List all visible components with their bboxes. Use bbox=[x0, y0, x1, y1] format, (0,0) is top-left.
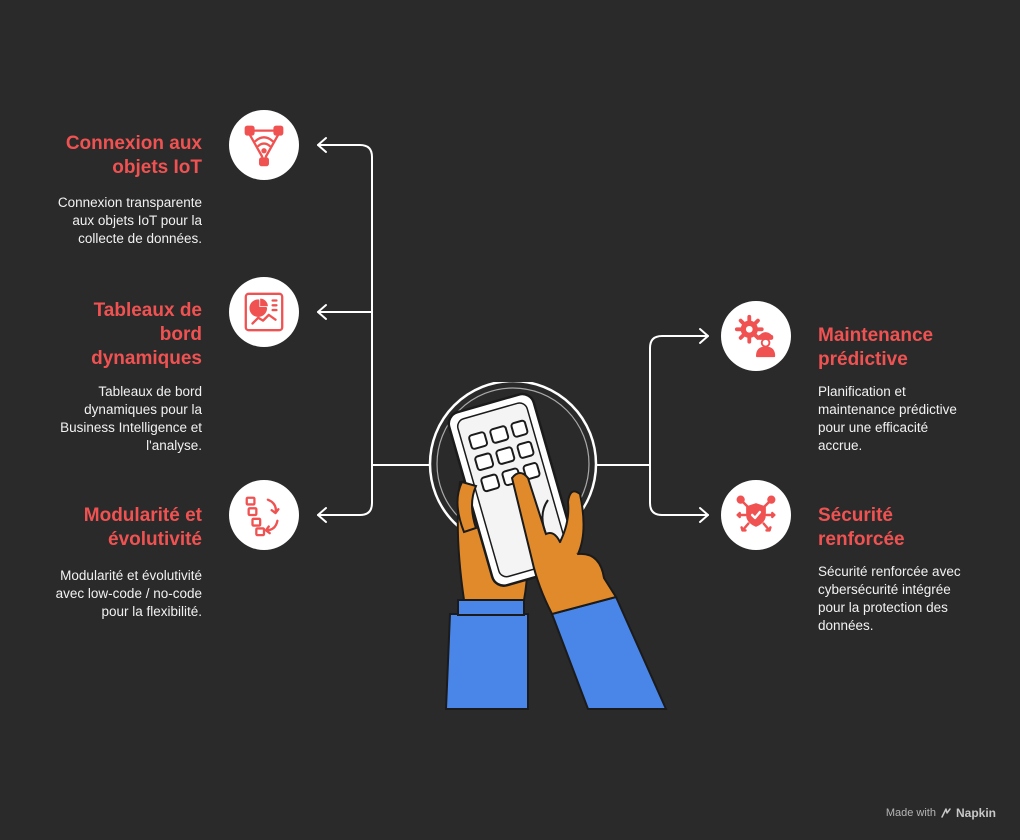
feature-iot-description: Connexion transparente aux objets IoT po… bbox=[57, 195, 202, 246]
feature-iot-icon-circle bbox=[229, 110, 299, 180]
watermark-brand: Napkin bbox=[955, 806, 996, 820]
feature-modularity-title: Modularité et évolutivité bbox=[83, 505, 202, 550]
arrow-head-maintenance bbox=[699, 328, 709, 344]
feature-modularity-description: Modularité et évolutivité avec low-code … bbox=[55, 568, 202, 619]
feature-dashboard-icon-circle bbox=[229, 277, 299, 347]
hand-remote-illustration bbox=[428, 382, 668, 710]
feature-iot-title: Connexion aux objets IoT bbox=[65, 133, 202, 178]
right-branch-line bbox=[649, 335, 709, 516]
napkin-logo-icon bbox=[941, 808, 951, 818]
made-with-napkin-watermark[interactable]: Made with Napkin bbox=[886, 806, 996, 820]
feature-security-icon-circle bbox=[721, 480, 791, 550]
feature-dashboard-description: Tableaux de bord dynamiques pour la Busi… bbox=[60, 384, 202, 453]
right-sleeve bbox=[550, 595, 668, 710]
feature-maintenance-description: Planification et maintenance prédictive … bbox=[818, 384, 957, 453]
arrow-head-modularity bbox=[317, 507, 327, 523]
left-thumb bbox=[456, 480, 478, 534]
feature-modularity-icon-circle bbox=[229, 480, 299, 550]
arrow-head-dashboard bbox=[317, 304, 327, 320]
dashboard-chart-icon bbox=[244, 292, 284, 332]
shield-network-icon bbox=[736, 495, 776, 532]
feature-dashboard-title: Tableaux de bord dynamiques bbox=[91, 300, 202, 369]
watermark-prefix: Made with bbox=[885, 807, 936, 819]
feature-maintenance-title: Maintenance prédictive bbox=[818, 325, 934, 370]
left-sleeve bbox=[444, 613, 529, 710]
feature-security-description: Sécurité renforcée avec cybersécurité in… bbox=[818, 564, 961, 633]
arrow-head-security bbox=[699, 507, 709, 523]
gear-worker-icon bbox=[734, 314, 776, 358]
feature-security-title: Sécurité renforcée bbox=[818, 505, 905, 550]
left-branch-line bbox=[317, 144, 373, 516]
arrow-head-iot bbox=[317, 137, 327, 153]
feature-maintenance-icon-circle bbox=[721, 301, 791, 371]
modular-blocks-icon bbox=[245, 496, 280, 537]
wifi-signal-icon bbox=[244, 125, 284, 167]
